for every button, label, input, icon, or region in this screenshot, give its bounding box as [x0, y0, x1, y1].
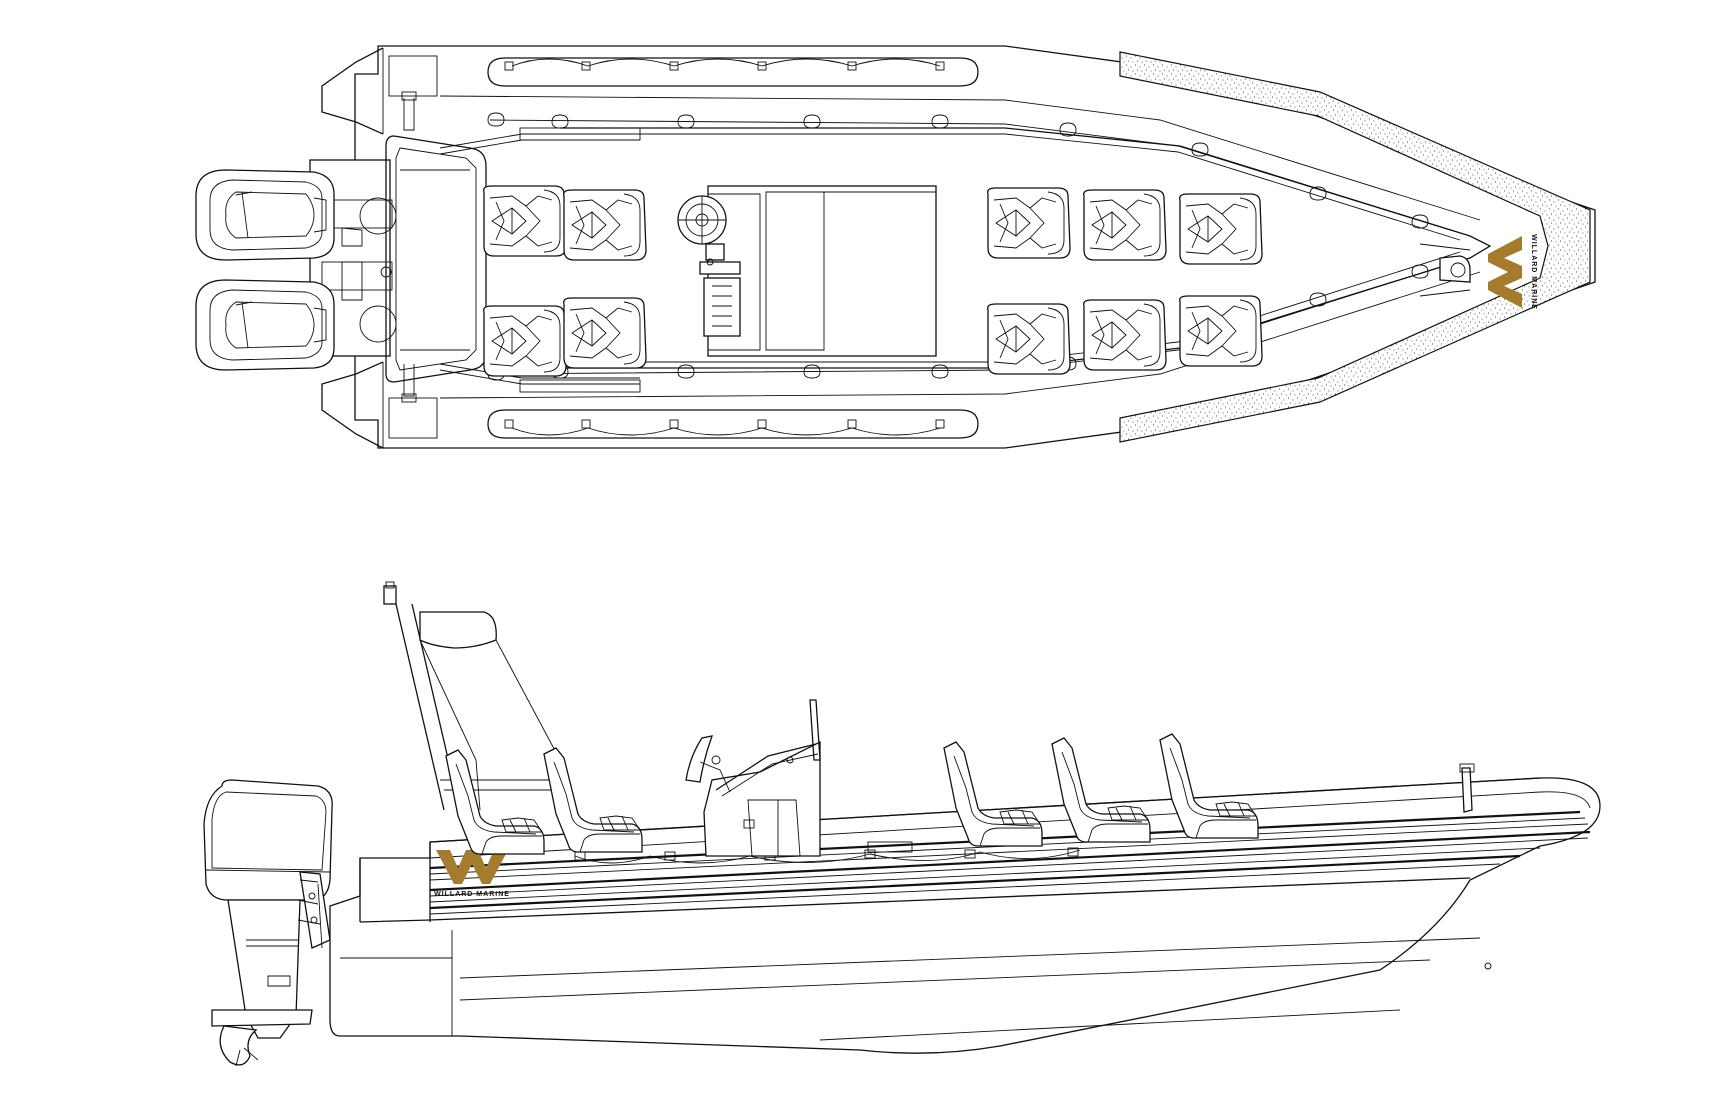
upper-lifeline-row	[487, 57, 979, 87]
engine-top-lower	[195, 279, 335, 371]
engine-side	[203, 779, 333, 1067]
console-side	[685, 699, 821, 857]
deck-logo-mark	[1488, 236, 1522, 308]
seats-fwd-top	[987, 187, 1263, 375]
bow-fitting	[1419, 243, 1471, 297]
deck-logo: WILLARD MARINE	[1488, 234, 1537, 310]
bow-fender	[1119, 51, 1591, 443]
side-hull-tube	[329, 777, 1601, 1054]
top-view: WILLARD MARINE	[195, 45, 1596, 449]
lower-lifeline-row	[487, 409, 979, 439]
seats-fwd-side	[943, 733, 1259, 847]
sponson-lower	[321, 361, 384, 449]
engine-top-upper	[195, 169, 335, 261]
hull-logo: WILLARD MARINE	[434, 850, 510, 898]
seats-aft-side	[445, 747, 643, 855]
hull-logo-text: WILLARD MARINE	[434, 891, 510, 898]
deck-logo-text: WILLARD MARINE	[1530, 234, 1537, 310]
bow-post	[1459, 763, 1492, 970]
console-top	[677, 185, 937, 357]
sponson-upper	[321, 47, 384, 135]
roll-bar-top	[385, 127, 641, 393]
roll-arch-side	[383, 581, 561, 811]
side-view: WILLARD MARINE	[203, 581, 1601, 1067]
hull-logo-mark	[436, 850, 508, 884]
seats-aft-top	[483, 185, 647, 377]
